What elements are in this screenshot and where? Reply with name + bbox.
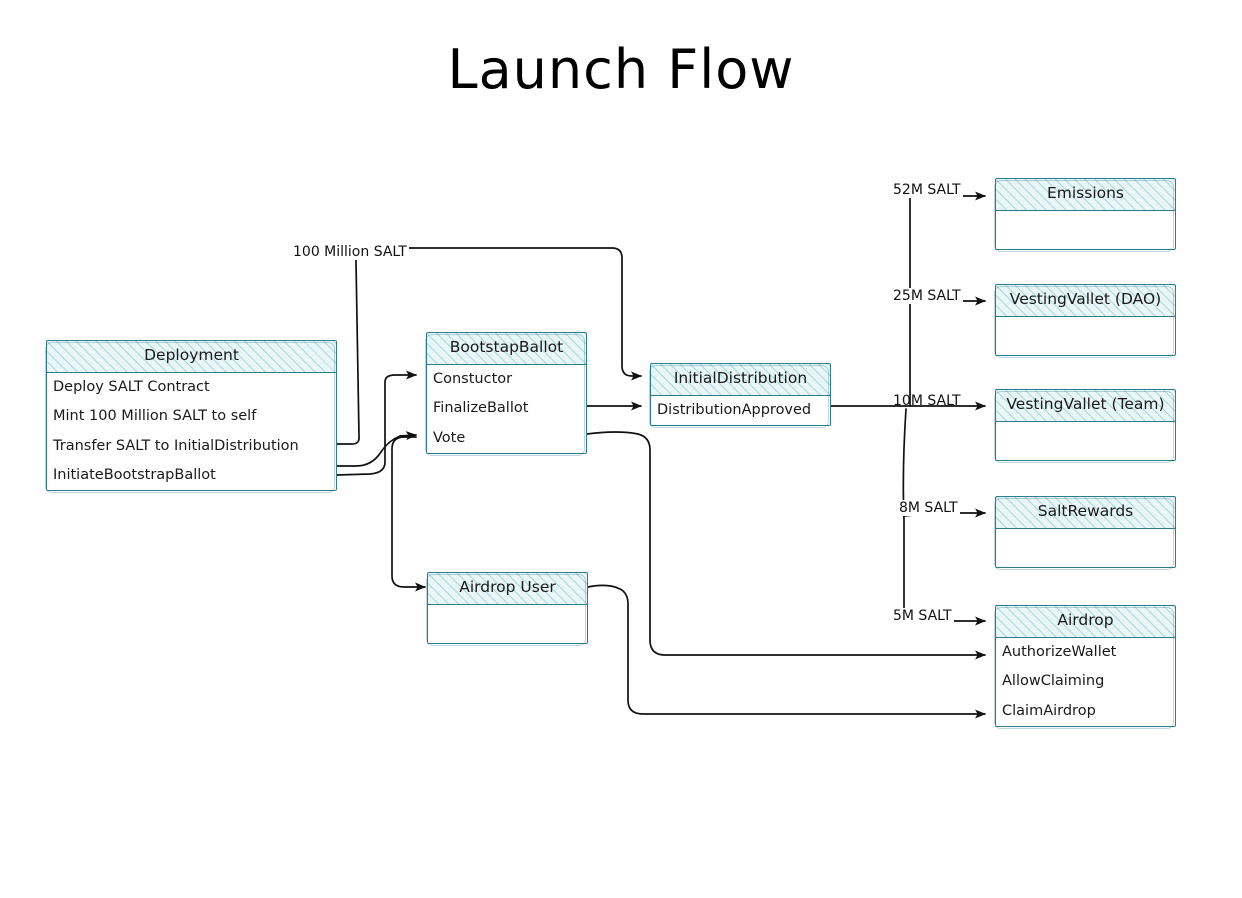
node-airdrop-user-body [428,605,587,643]
node-emissions[interactable]: Emissions [994,178,1176,252]
node-initialdistribution[interactable]: InitialDistribution DistributionApproved [649,363,831,429]
node-deployment-row-3[interactable]: InitiateBootstrapBallot [53,466,216,483]
edge-label-to-emissions: 52M SALT [891,182,963,198]
node-vestingvallet-team-title: VestingVallet (Team) [996,390,1175,422]
edge-label-to-vestingvallet-team: 10M SALT [893,393,961,409]
edge-label-to-saltrewards: 8M SALT [897,500,960,516]
node-airdrop-title: Airdrop [996,606,1175,638]
node-bootstapballot-row-0[interactable]: Constuctor [433,370,513,387]
node-vestingvallet-dao-title: VestingVallet (DAO) [996,285,1175,317]
node-airdrop-row-0[interactable]: AuthorizeWallet [1002,643,1117,660]
node-deployment-title: Deployment [47,341,336,373]
node-deployment-row-1[interactable]: Mint 100 Million SALT to self [53,408,257,425]
node-vestingvallet-team-body [996,422,1175,460]
node-airdrop[interactable]: Airdrop AuthorizeWallet AllowClaiming Cl… [994,605,1176,729]
node-bootstapballot-row-1[interactable]: FinalizeBallot [433,400,529,417]
node-bootstapballot-row-2[interactable]: Vote [433,429,466,446]
edge-label-mint-total: 100 Million SALT [291,244,409,260]
node-emissions-title: Emissions [996,179,1175,211]
node-initialdistribution-body: DistributionApproved [651,396,830,425]
edge-label-to-vestingvallet-dao: 25M SALT [891,288,963,304]
node-emissions-body [996,211,1175,249]
node-airdrop-user-title: Airdrop User [428,573,587,605]
node-initialdistribution-title: InitialDistribution [651,364,830,396]
node-saltrewards-body [996,529,1175,567]
node-bootstapballot[interactable]: BootstapBallot Constuctor FinalizeBallot… [425,332,587,456]
node-vestingvallet-dao[interactable]: VestingVallet (DAO) [994,284,1176,358]
node-bootstapballot-body: Constuctor FinalizeBallot Vote [427,365,586,453]
node-deployment-body: Deploy SALT Contract Mint 100 Million SA… [47,373,336,491]
edge-label-to-airdrop: 5M SALT [891,608,954,624]
node-vestingvallet-dao-body [996,317,1175,355]
node-bootstapballot-title: BootstapBallot [427,333,586,365]
node-airdrop-user[interactable]: Airdrop User [426,572,588,646]
node-vestingvallet-team[interactable]: VestingVallet (Team) [994,389,1176,463]
node-airdrop-row-1[interactable]: AllowClaiming [1002,673,1105,690]
page-title: Launch Flow [447,38,795,101]
node-airdrop-row-2[interactable]: ClaimAirdrop [1002,702,1096,719]
node-deployment[interactable]: Deployment Deploy SALT Contract Mint 100… [45,340,337,494]
node-saltrewards-title: SaltRewards [996,497,1175,529]
node-saltrewards[interactable]: SaltRewards [994,496,1176,570]
node-deployment-row-0[interactable]: Deploy SALT Contract [53,378,210,395]
node-deployment-row-2[interactable]: Transfer SALT to InitialDistribution [53,437,299,454]
node-initialdistribution-row-0[interactable]: DistributionApproved [657,401,812,418]
node-airdrop-body: AuthorizeWallet AllowClaiming ClaimAirdr… [996,638,1175,726]
